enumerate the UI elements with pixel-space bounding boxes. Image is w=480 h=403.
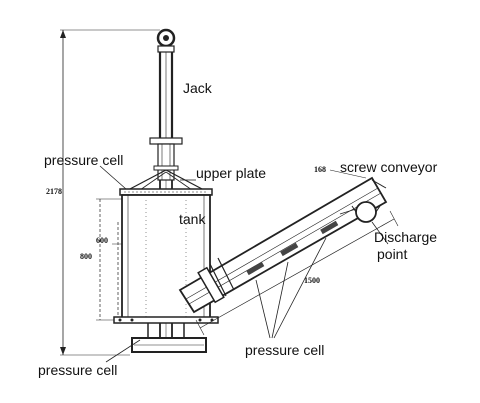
conveyor-diameter-label: 168 — [314, 165, 326, 174]
pressure-cell-bottom-label: pressure cell — [38, 362, 117, 378]
discharge-point-label-line1: Discharge — [374, 229, 437, 245]
conveyor-length-dimension: 1500 — [195, 210, 399, 336]
conveyor-pressure-cell-2 — [280, 242, 299, 257]
overall-height-label: 2178 — [46, 187, 62, 196]
conveyor-length-label: 1500 — [304, 276, 320, 285]
jack-label: Jack — [183, 80, 213, 96]
screw-conveyor — [178, 176, 388, 314]
overall-height-dimension: 2178 — [46, 29, 160, 356]
conveyor-pressure-cell-3 — [320, 220, 339, 235]
base-plate — [113, 316, 219, 353]
tank-height-dimension: 800 — [80, 198, 124, 321]
conveyor-pressure-cell-1 — [246, 261, 265, 276]
screw-conveyor-label: screw conveyor — [340, 159, 438, 175]
tank-height-label: 800 — [80, 252, 92, 261]
discharge-point-label-line2: point — [377, 246, 407, 262]
conveyor-diameter-dimension: 168 — [314, 165, 367, 179]
pressure-cell-top-label: pressure cell — [44, 152, 123, 168]
pressure-cell-conveyor-label: pressure cell — [245, 342, 324, 358]
upper-plate — [119, 169, 213, 196]
tank-label: tank — [179, 211, 206, 227]
fill-height-label: 600 — [96, 236, 108, 245]
upper-plate-label: upper plate — [196, 165, 266, 181]
leader-lines — [99, 165, 389, 363]
